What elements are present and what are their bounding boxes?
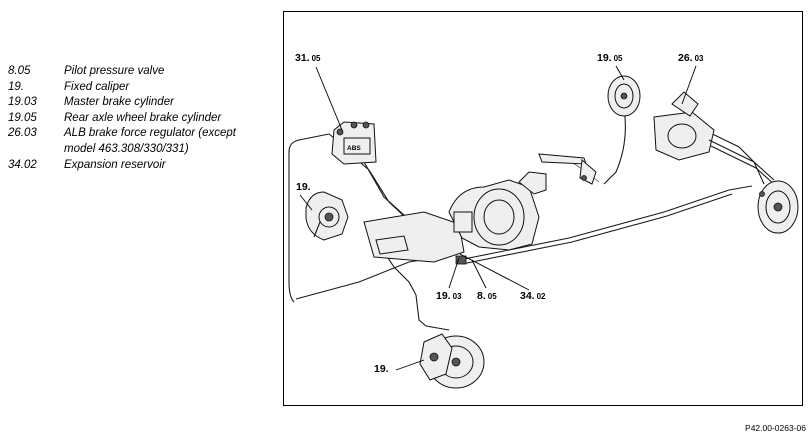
legend-code: 19.05 bbox=[8, 111, 37, 124]
legend-desc: Fixed caliper bbox=[64, 80, 130, 93]
callout-sub: 05 bbox=[613, 54, 623, 63]
callout-26-03: 26.03 bbox=[678, 52, 704, 64]
master-cylinder-booster bbox=[363, 171, 547, 265]
callout-sub: 05 bbox=[311, 54, 321, 63]
callout-19-front-left: 19. bbox=[296, 181, 313, 193]
callout-sub: 03 bbox=[452, 292, 462, 301]
rear-right-drum bbox=[757, 180, 799, 234]
legend-code: 34.02 bbox=[8, 158, 37, 171]
callout-main: 19. bbox=[296, 181, 311, 193]
abs-hydraulic-unit: ABS bbox=[331, 121, 377, 165]
callout-sub: 03 bbox=[694, 54, 704, 63]
front-right-caliper bbox=[419, 333, 485, 389]
legend-desc: Pilot pressure valve bbox=[64, 65, 165, 77]
callout-main: 19. bbox=[597, 52, 612, 64]
legend-desc: Master brake cylinder bbox=[64, 96, 174, 109]
callout-31-05: 31.05 bbox=[295, 52, 321, 64]
callout-34-02: 34.02 bbox=[520, 290, 546, 302]
brake-system-diagram: ABS bbox=[283, 11, 803, 406]
legend-desc: ALB brake force regulator (except model … bbox=[64, 127, 236, 155]
legend-code: 26.03 bbox=[8, 127, 37, 140]
callout-main: 34. bbox=[520, 290, 535, 302]
legend-code: 8.05 bbox=[8, 65, 31, 77]
legend-row: 19.05 Rear axle wheel brake cylinder bbox=[8, 111, 264, 127]
rear-axle-differential bbox=[653, 91, 777, 187]
legend-code: 19.03 bbox=[8, 96, 37, 109]
legend-desc: Expansion reservoir bbox=[64, 158, 166, 171]
front-left-caliper bbox=[305, 191, 349, 241]
callout-sub: 05 bbox=[487, 292, 497, 301]
callout-main: 8. bbox=[477, 290, 486, 302]
legend-row: 34.02 Expansion reservoir bbox=[8, 158, 264, 174]
callout-main: 31. bbox=[295, 52, 310, 64]
callout-19-05: 19.05 bbox=[597, 52, 623, 64]
abs-label: ABS bbox=[347, 145, 361, 152]
legend-desc: Rear axle wheel brake cylinder bbox=[64, 111, 222, 124]
legend-code: 19. bbox=[8, 80, 24, 93]
callout-19-03: 19.03 bbox=[436, 290, 462, 302]
brake-system-drawing: ABS bbox=[288, 65, 799, 389]
parking-brake-lever bbox=[538, 153, 597, 185]
leader-lines bbox=[299, 65, 697, 371]
legend-row: 19.03 Master brake cylinder bbox=[8, 95, 264, 111]
callout-8-05: 8.05 bbox=[477, 290, 497, 302]
rear-left-wheel-cylinder bbox=[607, 75, 641, 117]
callout-main: 19. bbox=[374, 363, 389, 375]
callout-main: 26. bbox=[678, 52, 693, 64]
legend: 8.05 Pilot pressure valve 19. Fixed cali… bbox=[8, 64, 264, 173]
legend-row: 8.05 Pilot pressure valve bbox=[8, 64, 264, 80]
legend-row: 19. Fixed caliper bbox=[8, 80, 264, 96]
callout-main: 19. bbox=[436, 290, 451, 302]
figure-reference: P42.00-0263-06 bbox=[745, 423, 806, 433]
legend-row: 26.03 ALB brake force regulator (except … bbox=[8, 126, 264, 157]
callout-sub: 02 bbox=[536, 292, 546, 301]
callout-19-front-right: 19. bbox=[374, 363, 391, 375]
